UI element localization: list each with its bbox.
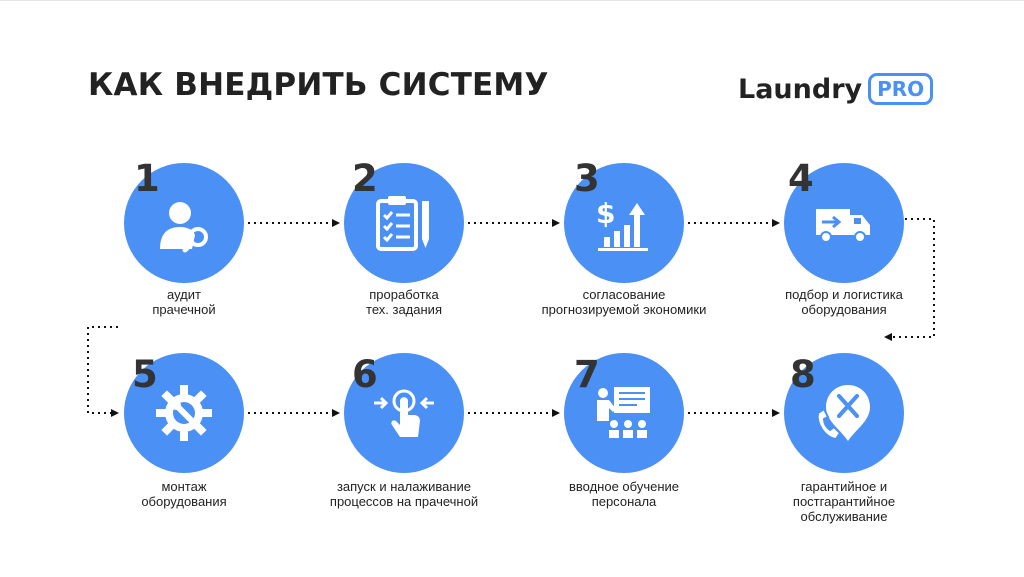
svg-text:$: $	[596, 197, 615, 230]
step-8-number: 8	[790, 353, 816, 396]
clipboard-checklist-icon	[376, 196, 429, 251]
presentation-training-icon	[597, 387, 650, 438]
step-3-circle: $	[564, 163, 684, 283]
step-5-label: монтаж оборудования	[141, 479, 227, 509]
step-5-circle	[124, 353, 244, 473]
dollar-growth-chart-icon: $	[596, 197, 648, 251]
step-8-circle	[784, 353, 904, 473]
page-title: КАК ВНЕДРИТЬ СИСТЕМУ	[88, 67, 549, 103]
step-6-label: запуск и налаживание процессов на прачеч…	[329, 479, 479, 509]
step-7-label: вводное обучение персонала	[568, 479, 679, 509]
step-7-circle	[564, 353, 684, 473]
connector-start-5	[87, 326, 119, 417]
step-2-label: проработка тех. задания	[366, 287, 442, 317]
step-3-number: 3	[574, 157, 600, 200]
step-5-number: 5	[132, 353, 158, 396]
step-4-number: 4	[788, 157, 814, 200]
step-2-circle	[344, 163, 464, 283]
logo-badge: PRO	[868, 73, 934, 105]
user-search-icon	[160, 202, 208, 253]
step-4-label: подбор и логистика оборудования	[785, 287, 903, 317]
logo-word: Laundry	[738, 73, 863, 105]
touch-press-icon	[374, 389, 434, 437]
step-6-number: 6	[352, 353, 378, 396]
step-1-number: 1	[134, 157, 160, 200]
step-4-circle	[784, 163, 904, 283]
step-6-circle	[344, 353, 464, 473]
step-1-circle	[124, 163, 244, 283]
step-1-label: аудит прачечной	[152, 287, 216, 317]
step-3-label: согласование прогнозируемой экономики	[541, 287, 707, 317]
step-2-number: 2	[352, 157, 378, 200]
delivery-truck-icon	[816, 209, 870, 243]
step-8-label: гарантийное и постгарантийное обслуживан…	[792, 479, 896, 524]
logo: Laundry PRO	[738, 73, 934, 105]
gear-wrench-icon	[156, 385, 212, 441]
step-7-number: 7	[574, 353, 600, 396]
phone-tools-support-icon	[816, 385, 870, 441]
